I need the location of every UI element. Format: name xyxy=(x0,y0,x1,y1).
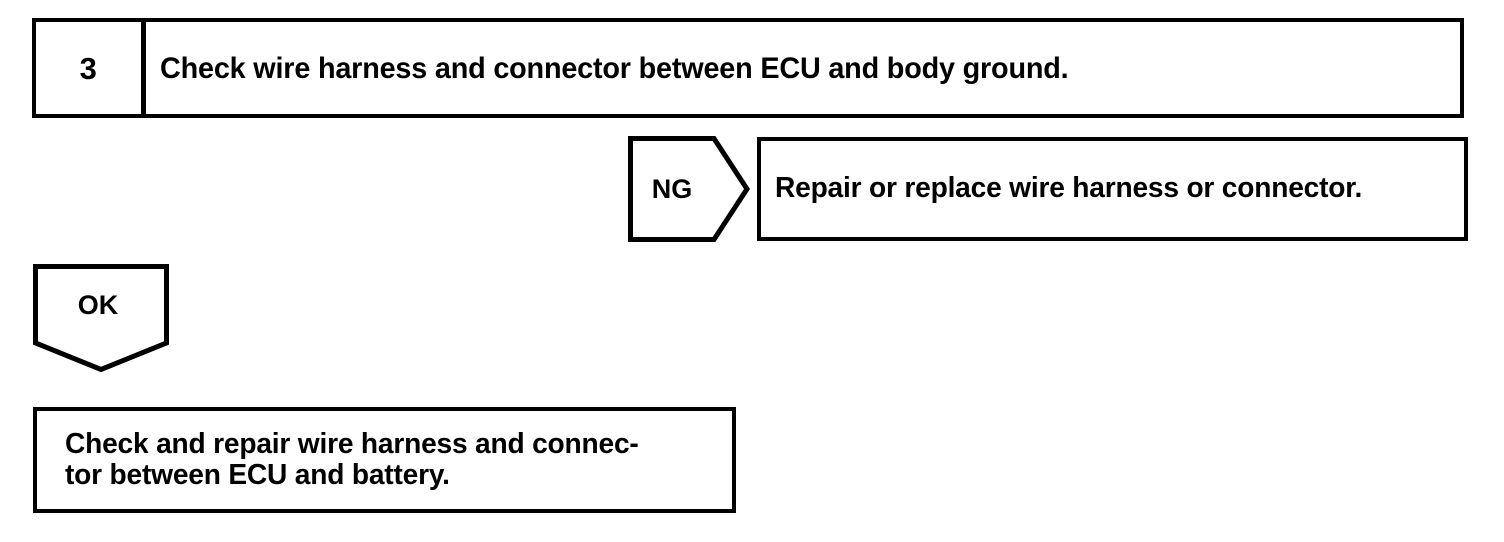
step-instruction-cell: Check wire harness and connector between… xyxy=(146,22,1460,114)
step-number: 3 xyxy=(79,50,98,86)
ng-arrow-shape xyxy=(628,136,750,242)
ng-branch-label: NG xyxy=(651,173,693,204)
ok-action-text: Check and repair wire harness and connec… xyxy=(65,427,639,491)
ok-branch-label: OK xyxy=(77,289,119,320)
step-3-row: 3 Check wire harness and connector betwe… xyxy=(32,18,1464,118)
ok-action-box: Check and repair wire harness and connec… xyxy=(33,407,736,513)
step-number-cell: 3 xyxy=(36,22,146,114)
ok-arrow-shape xyxy=(33,264,169,372)
ng-branch-arrow: NG xyxy=(628,136,750,242)
ng-action-box: Repair or replace wire harness or connec… xyxy=(757,137,1468,241)
ng-action-text: Repair or replace wire harness or connec… xyxy=(775,172,1363,205)
ok-branch-arrow: OK xyxy=(33,264,169,372)
step-instruction-text: Check wire harness and connector between… xyxy=(160,51,1069,85)
